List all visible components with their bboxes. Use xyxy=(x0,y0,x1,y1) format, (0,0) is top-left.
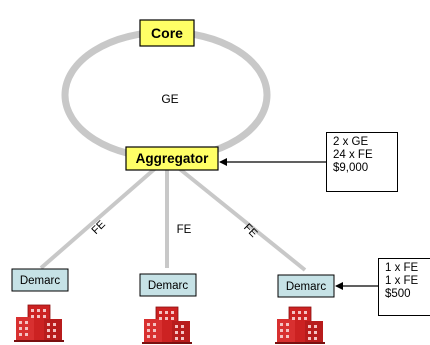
aggregator-note-line-2: 24 x FE xyxy=(333,149,373,161)
demarc-label-right: Demarc xyxy=(286,281,327,293)
building-icon xyxy=(274,306,326,345)
demarc-label-middle: Demarc xyxy=(148,280,189,292)
aggregator-spec-note: 2 x GE 24 x FE $9,000 xyxy=(326,132,398,192)
demarc-note-line-1: 1 x FE xyxy=(385,262,419,274)
demarc-label-left: Demarc xyxy=(20,275,61,287)
demarc-node-middle[interactable] xyxy=(139,273,197,297)
aggregator-note-line-1: 2 x GE xyxy=(333,136,369,148)
fe-label-right: FE xyxy=(241,221,259,239)
core-label: Core xyxy=(151,25,183,41)
demarc-node-left[interactable] xyxy=(11,268,69,292)
aggregator-label: Aggregator xyxy=(136,151,210,166)
ring-label: GE xyxy=(161,92,178,106)
core-node[interactable] xyxy=(139,19,195,47)
demarc-node-right[interactable] xyxy=(277,274,335,298)
fe-link-left xyxy=(39,164,160,270)
fe-link-right xyxy=(174,164,307,272)
aggregator-node[interactable] xyxy=(125,146,219,171)
demarc-spec-note: 1 x FE 1 x FE $500 xyxy=(378,258,430,316)
fe-label-middle: FE xyxy=(177,224,192,236)
aggregator-note-line-3: $9,000 xyxy=(333,162,369,174)
demarc-note-line-3: $500 xyxy=(385,288,411,300)
demarc-note-line-2: 1 x FE xyxy=(385,275,419,287)
building-icon xyxy=(141,306,193,345)
building-icon xyxy=(13,304,65,343)
